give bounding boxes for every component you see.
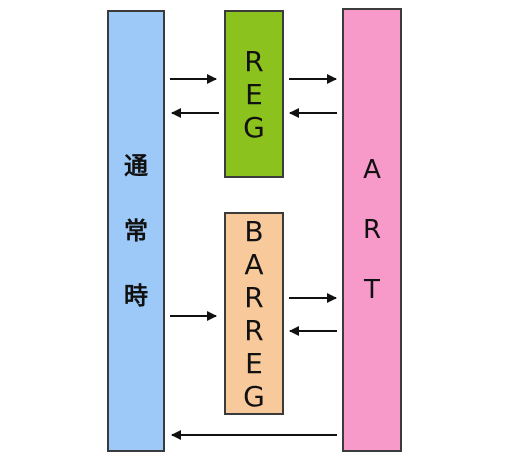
art-label: A R T: [362, 155, 382, 305]
reg-label: R E G: [243, 44, 265, 144]
normal-state-box: 通 常 時: [107, 10, 165, 452]
barreg-box: B A R R E G: [224, 212, 284, 415]
reg-box: R E G: [224, 10, 284, 178]
normal-state-label: 通 常 時: [124, 151, 148, 310]
art-box: A R T: [342, 8, 402, 452]
barreg-label: B A R R E G: [243, 214, 265, 413]
